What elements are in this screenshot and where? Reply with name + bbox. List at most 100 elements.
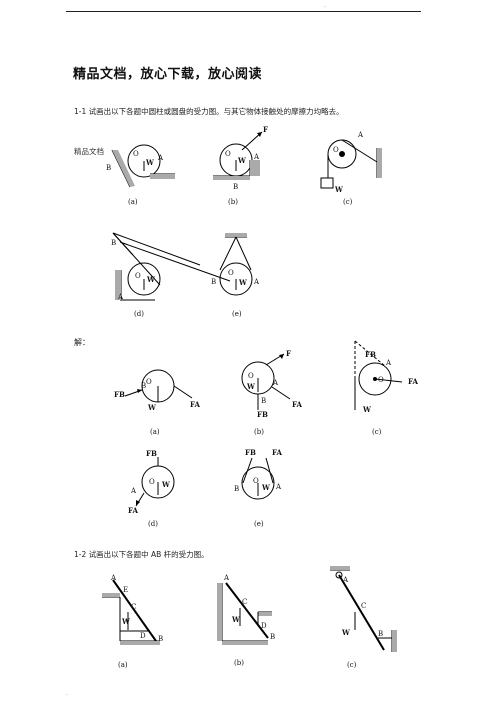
- label-D: D: [261, 622, 267, 630]
- label-FB: FB: [365, 350, 376, 359]
- label-W: W: [121, 617, 130, 626]
- label-A: A: [130, 487, 137, 495]
- label-FA: FA: [292, 400, 303, 409]
- label-O: O: [133, 150, 139, 158]
- caption-sol-a: (a): [150, 428, 160, 436]
- label-B: B: [261, 397, 266, 405]
- caption-1-1-d: (d): [134, 310, 144, 318]
- caption-1-2-a: (a): [118, 661, 128, 669]
- label-B: B: [234, 485, 239, 493]
- sol-c: FB A O FA W: [354, 340, 419, 414]
- label-C: C: [361, 602, 366, 610]
- label-W: W: [362, 405, 371, 414]
- label-FA: FA: [408, 377, 419, 386]
- label-E: E: [123, 586, 128, 594]
- label-C: C: [242, 598, 247, 606]
- caption-sol-d: (d): [148, 520, 158, 528]
- caption-1-1-e: (e): [232, 310, 242, 318]
- label-FA: FA: [272, 448, 283, 457]
- sol-b: F O W A B FA FB: [241, 349, 303, 419]
- label-W: W: [261, 483, 270, 492]
- label-A: A: [253, 278, 260, 286]
- label-O: O: [149, 478, 155, 486]
- label-B: B: [211, 278, 216, 286]
- fig-1-2-b: A C W D B: [217, 574, 275, 645]
- label-B: B: [378, 630, 383, 638]
- label-A: A: [223, 574, 230, 582]
- label-W: W: [246, 382, 255, 391]
- label-B: B: [270, 633, 275, 641]
- header-dot: .: [324, 2, 326, 9]
- label-C: C: [131, 603, 136, 611]
- label-FB: FB: [257, 410, 268, 419]
- sol-a: O B FB FA W: [114, 369, 201, 412]
- label-B: B: [158, 635, 163, 643]
- banner-title: 精品文档，放心下载，放心阅读: [73, 67, 263, 82]
- label-A: A: [385, 359, 392, 367]
- footer-dot: .: [66, 690, 68, 697]
- label-O: O: [253, 477, 259, 485]
- caption-sol-c: (c): [372, 428, 382, 436]
- caption-1-1-c: (c): [343, 198, 353, 206]
- label-O: O: [228, 269, 234, 277]
- label-B: B: [106, 164, 111, 172]
- fig-1-1-a: O W A B: [106, 144, 175, 188]
- question-1-1-prompt: 1-1 试画出以下各题中圆柱或圆盘的受力图。与其它物体接触处的摩擦力均略去。: [74, 107, 344, 116]
- label-FB: FB: [114, 390, 125, 399]
- label-W: W: [334, 185, 343, 194]
- caption-sol-b: (b): [254, 428, 264, 436]
- label-B: B: [233, 183, 238, 191]
- label-A: A: [272, 379, 279, 387]
- label-B: B: [111, 239, 116, 247]
- label-A: A: [342, 576, 349, 584]
- label-O: O: [225, 150, 231, 158]
- label-A: A: [117, 293, 124, 301]
- label-D: D: [140, 632, 146, 640]
- solution-label: 解：: [74, 338, 90, 347]
- label-FA: FA: [190, 400, 201, 409]
- label-F: F: [263, 125, 268, 134]
- fig-1-1-d: B O W A: [111, 232, 231, 301]
- caption-1-2-b: (b): [234, 659, 244, 667]
- label-FB: FB: [146, 449, 157, 458]
- sol-e: FB FA O W B A: [234, 448, 283, 500]
- label-O: O: [146, 378, 152, 386]
- label-A: A: [253, 153, 260, 161]
- caption-1-2-c: (c): [347, 661, 357, 669]
- label-O: O: [248, 372, 254, 380]
- label-W: W: [237, 156, 246, 165]
- question-1-2-prompt: 1-2 试画出以下各题中 AB 杆的受力图。: [74, 550, 209, 559]
- label-A: A: [357, 131, 364, 139]
- label-W: W: [341, 628, 350, 637]
- label-W: W: [231, 615, 240, 624]
- side-watermark-label: 精品文档: [74, 147, 104, 156]
- fig-1-1-c: O A W: [320, 131, 382, 194]
- label-FA: FA: [128, 506, 139, 515]
- label-A: A: [157, 154, 164, 162]
- label-O: O: [378, 376, 384, 384]
- label-W: W: [161, 480, 170, 489]
- label-FB: FB: [245, 448, 256, 457]
- label-W: W: [238, 278, 247, 287]
- label-A: A: [275, 483, 282, 491]
- fig-1-1-e: O W A B: [211, 233, 260, 296]
- header-rule: [66, 11, 421, 12]
- caption-sol-e: (e): [254, 520, 264, 528]
- label-W: W: [147, 403, 156, 412]
- caption-1-1-a: (a): [128, 198, 138, 206]
- caption-1-1-b: (b): [228, 198, 238, 206]
- sol-d: FB O W A FA: [128, 449, 175, 515]
- label-O: O: [333, 146, 339, 154]
- fig-1-2-a: A E C W D B: [102, 574, 163, 645]
- fig-1-1-b: F O W A B: [213, 125, 268, 191]
- label-W: W: [146, 275, 155, 284]
- label-A: A: [110, 574, 117, 582]
- fig-1-2-c: A C W B: [330, 566, 397, 652]
- label-W: W: [145, 158, 154, 167]
- label-F: F: [286, 349, 291, 358]
- label-B: B: [141, 382, 146, 390]
